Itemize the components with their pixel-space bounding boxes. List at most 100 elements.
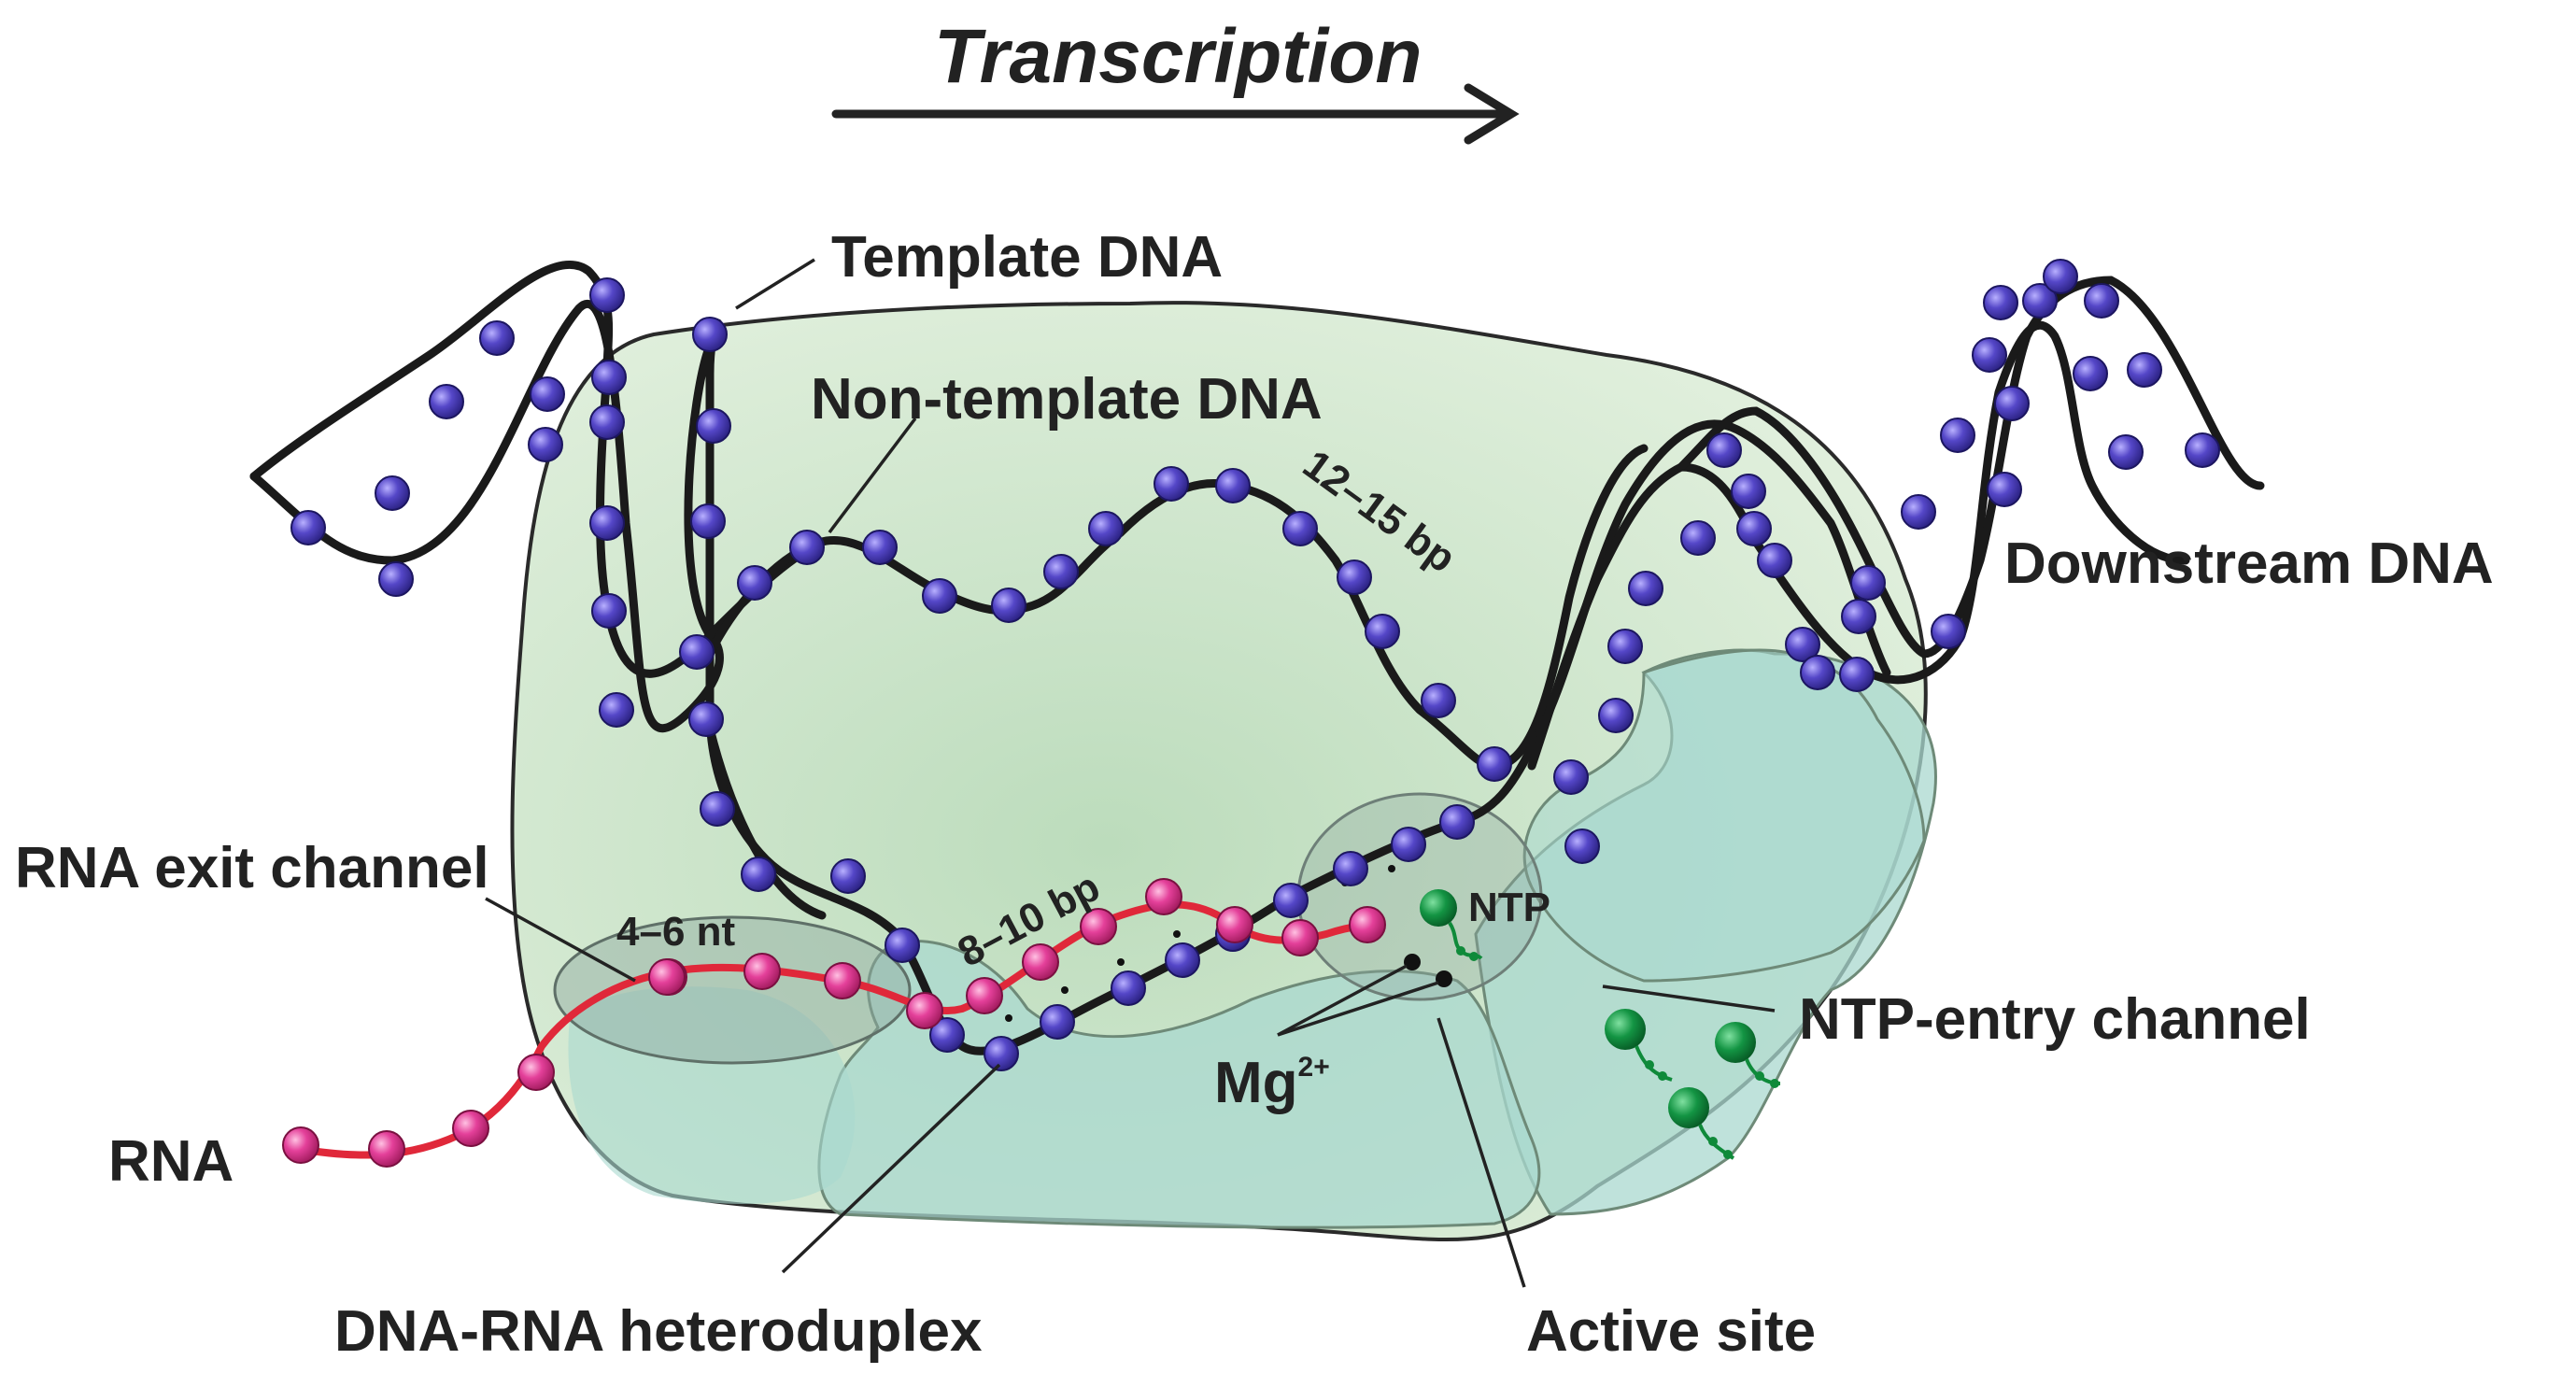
dna-bead <box>862 530 898 565</box>
dna-bead <box>599 692 634 728</box>
label-mg: Mg2+ <box>1214 1051 1330 1115</box>
rna-bead <box>452 1110 489 1147</box>
leader-mg-2 <box>1277 981 1439 1037</box>
dna-bead <box>696 408 731 444</box>
dna-bead <box>929 1017 965 1053</box>
dna-bead <box>692 317 728 352</box>
rna-bead <box>1216 906 1253 943</box>
dna-bead <box>1940 418 1975 453</box>
downstream-dna-strand-a <box>1527 320 2190 771</box>
transcription-arrow <box>831 83 1520 145</box>
rna-bead <box>517 1054 555 1091</box>
dna-bead <box>922 578 957 614</box>
dna-bead <box>1333 851 1368 886</box>
dna-bead <box>1972 337 2007 373</box>
rna-bead <box>1145 878 1182 915</box>
template-dna-upstream <box>249 299 827 920</box>
rna-bead <box>282 1126 319 1164</box>
ntp-incoming-1 <box>1605 1009 1673 1082</box>
dna-bead <box>2185 432 2220 468</box>
label-ntp-entry-channel: NTP-entry channel <box>1799 987 2311 1052</box>
label-non-template-dna: Non-template DNA <box>811 367 1323 432</box>
leader-ntp-entry <box>1602 984 1776 1013</box>
template-dna-bubble <box>705 419 1891 1055</box>
dna-bead <box>1785 627 1820 662</box>
dna-bead <box>2043 259 2078 294</box>
label-active-site: Active site <box>1526 1299 1816 1364</box>
dna-bead <box>429 384 464 419</box>
dna-bead <box>1994 386 2030 421</box>
dna-bead <box>679 634 715 670</box>
rna-bead <box>368 1130 405 1168</box>
dna-bead <box>591 360 627 395</box>
leader-non-template-dna <box>828 417 917 534</box>
dna-bead <box>591 593 627 629</box>
dna-bead <box>2108 434 2144 470</box>
label-template-dna: Template DNA <box>831 225 1223 290</box>
leader-mg-1 <box>1277 964 1408 1037</box>
rna-bead <box>1022 943 1059 981</box>
dna-bead <box>1680 520 1716 556</box>
label-dna-rna-heteroduplex: DNA-RNA heteroduplex <box>334 1299 983 1364</box>
ntp-active-site <box>1420 889 1483 961</box>
rna-beads <box>282 878 1386 1168</box>
dna-bead <box>700 791 735 827</box>
dna-bead <box>1839 657 1875 692</box>
dna-bead <box>1800 655 1835 690</box>
rna-bead <box>648 958 686 996</box>
dna-bead <box>589 505 625 541</box>
dna-bead <box>1040 1004 1075 1040</box>
leader-rna-exit <box>485 897 636 983</box>
dna-bead <box>1282 511 1318 546</box>
dna-bead <box>1987 472 2022 507</box>
rna-bead <box>966 977 1003 1014</box>
downstream-dna-strand-b <box>1677 276 2265 659</box>
dna-bead <box>589 277 625 313</box>
dna-bead <box>378 561 414 597</box>
leader-active-site <box>1437 1017 1526 1288</box>
dna-bead <box>589 404 625 440</box>
dna-bead <box>789 530 825 565</box>
dna-bead <box>1439 804 1475 840</box>
dna-bead <box>530 376 565 412</box>
rna-bead <box>1281 919 1319 956</box>
dna-bead <box>2084 283 2119 319</box>
dna-bead <box>1421 683 1456 718</box>
dna-bead <box>1757 543 1792 578</box>
dna-bead <box>1365 614 1400 649</box>
dna-bead <box>1850 565 1886 601</box>
rna-bead <box>906 992 943 1029</box>
label-downstream-dna: Downstream DNA <box>2004 531 2494 596</box>
dna-bead <box>375 475 410 511</box>
dna-bead <box>1553 759 1589 795</box>
mg-ion-1 <box>1404 954 1421 970</box>
mg-ion-2 <box>1436 970 1452 987</box>
dna-bead <box>1165 942 1200 978</box>
dna-bead <box>1215 468 1251 503</box>
dna-bead <box>1391 827 1426 862</box>
diagram-title: Transcription <box>934 14 1422 99</box>
dna-bead <box>2073 356 2108 391</box>
rna-exit-channel <box>553 915 912 1065</box>
dna-bead <box>1598 698 1634 733</box>
dna-bead <box>741 857 776 892</box>
rna-bead <box>1349 906 1386 943</box>
dna-bead <box>1154 466 1189 502</box>
leader-template-dna <box>735 258 815 310</box>
dna-bead <box>1983 285 2018 320</box>
dna-bead <box>479 320 515 356</box>
dna-bead <box>2022 283 2058 319</box>
dna-bead <box>737 565 772 601</box>
label-rna-exit-channel: RNA exit channel <box>15 836 489 900</box>
dna-bead <box>1901 494 1936 530</box>
dna-bead <box>1043 554 1079 589</box>
dna-bead <box>688 701 724 737</box>
dna-bead <box>1841 599 1876 634</box>
dna-bead <box>1731 474 1766 509</box>
dna-bead <box>1273 883 1309 918</box>
label-ntp: NTP <box>1468 885 1550 930</box>
dna-bead <box>885 928 920 963</box>
dna-bead <box>1337 559 1372 595</box>
rna-bead <box>824 962 861 999</box>
